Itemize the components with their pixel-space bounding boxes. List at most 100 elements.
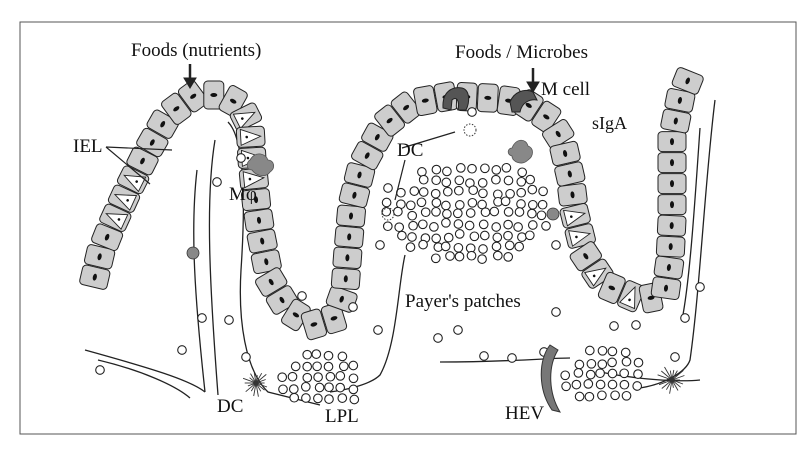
lymphocyte [442, 178, 451, 187]
label-siga: sIgA [592, 114, 627, 132]
dotted-cell-1 [464, 124, 476, 136]
dc-nucleus [254, 381, 259, 386]
macrophage-right [508, 140, 532, 163]
lpl-cell [620, 369, 629, 378]
lpl-cell [325, 395, 334, 404]
lpl-cell [326, 372, 335, 381]
lymphocyte [518, 168, 527, 177]
epithelial-cell-nucleus [670, 159, 674, 166]
lpl-cell [340, 362, 349, 371]
lpl-lymphocytes [278, 346, 643, 404]
free-cell [552, 241, 561, 250]
lymphocyte [455, 176, 464, 185]
lymphocyte [432, 176, 441, 185]
label-lpl: LPL [325, 407, 359, 426]
lymphocyte [455, 186, 464, 195]
lymphocyte [457, 164, 466, 173]
grey-cell-left [187, 247, 199, 259]
lpl-cell [575, 392, 584, 401]
lpl-cell [325, 383, 334, 392]
lymphocyte [394, 207, 403, 216]
lymphocyte [493, 233, 502, 242]
lymphocyte [504, 253, 513, 262]
epithelial-cell [657, 215, 686, 236]
lymphocyte [398, 231, 407, 240]
lymphocyte [382, 198, 391, 207]
free-cell [508, 354, 517, 363]
lpl-cell [572, 380, 581, 389]
label-m-cell: M cell [541, 80, 590, 99]
free-cell [213, 178, 222, 187]
label-payers-patches: Payer's patches [405, 292, 521, 311]
epithelial-cell-nucleus [670, 180, 674, 187]
lpl-cell [633, 382, 642, 391]
lymphocyte [442, 219, 451, 228]
lpl-cell [634, 358, 643, 367]
free-cell [384, 184, 393, 193]
lymphocyte [515, 242, 524, 251]
lymphocyte [443, 167, 452, 176]
lymphocyte [419, 175, 428, 184]
lpl-cell [620, 380, 629, 389]
epithelial-cell [654, 256, 685, 280]
lpl-cell [621, 348, 630, 357]
lpl-cell [585, 392, 594, 401]
epithelial-cell [334, 226, 364, 248]
dendritic-cell-bottom-left [243, 373, 267, 397]
lymphocyte [528, 209, 537, 218]
free-cell [349, 303, 358, 312]
epithelium-layer [79, 66, 705, 340]
lymphocyte [417, 198, 426, 207]
lpl-cell [302, 383, 311, 392]
free-cell [178, 346, 187, 355]
lymphocyte [410, 187, 419, 196]
label-foods-microbes: Foods / Microbes [455, 43, 588, 62]
lpl-cell [338, 394, 347, 403]
lymphocyte [454, 220, 463, 229]
lpl-cell [622, 392, 631, 401]
epithelial-cell [658, 195, 686, 215]
lymphocyte [454, 244, 463, 253]
lpl-cell [338, 352, 347, 361]
lymphocyte [538, 200, 547, 209]
lymphocyte [432, 234, 441, 243]
lpl-cell [598, 347, 607, 356]
lymphocyte [517, 178, 526, 187]
lymphocyte [468, 199, 477, 208]
lymphocyte [526, 231, 535, 240]
epithelial-cell [658, 153, 686, 173]
free-cell [480, 352, 489, 361]
lpl-cell [634, 370, 643, 379]
lpl-cell [608, 380, 617, 389]
lymphocyte [501, 197, 510, 206]
lpl-cell [315, 383, 324, 392]
free-cell [454, 326, 463, 335]
lymphocyte [504, 231, 513, 240]
lymphocyte [406, 243, 415, 252]
lpl-cell [608, 347, 617, 356]
epithelial-cell [236, 126, 265, 148]
lymphocyte [537, 211, 546, 220]
lpl-cell [561, 371, 570, 380]
free-cell [198, 314, 207, 323]
lpl-cell [290, 385, 299, 394]
lpl-cell [574, 369, 583, 378]
lpl-cell [575, 360, 584, 369]
lymphocyte [505, 241, 514, 250]
free-cell [468, 108, 477, 117]
free-cell [376, 241, 385, 250]
lymphocyte [443, 210, 452, 219]
lymphocyte [529, 221, 538, 230]
lymphocyte [479, 189, 488, 198]
free-cell [671, 353, 680, 362]
lymphocyte [515, 208, 524, 217]
lymphocyte [470, 232, 479, 241]
lymphocyte [432, 208, 441, 217]
hev-vessel [541, 345, 560, 412]
label-foods-nutrients: Foods (nutrients) [131, 41, 261, 60]
lpl-cell [313, 362, 322, 371]
lymphocyte [456, 201, 465, 210]
lymphocyte [517, 200, 526, 209]
free-cell [374, 326, 383, 335]
